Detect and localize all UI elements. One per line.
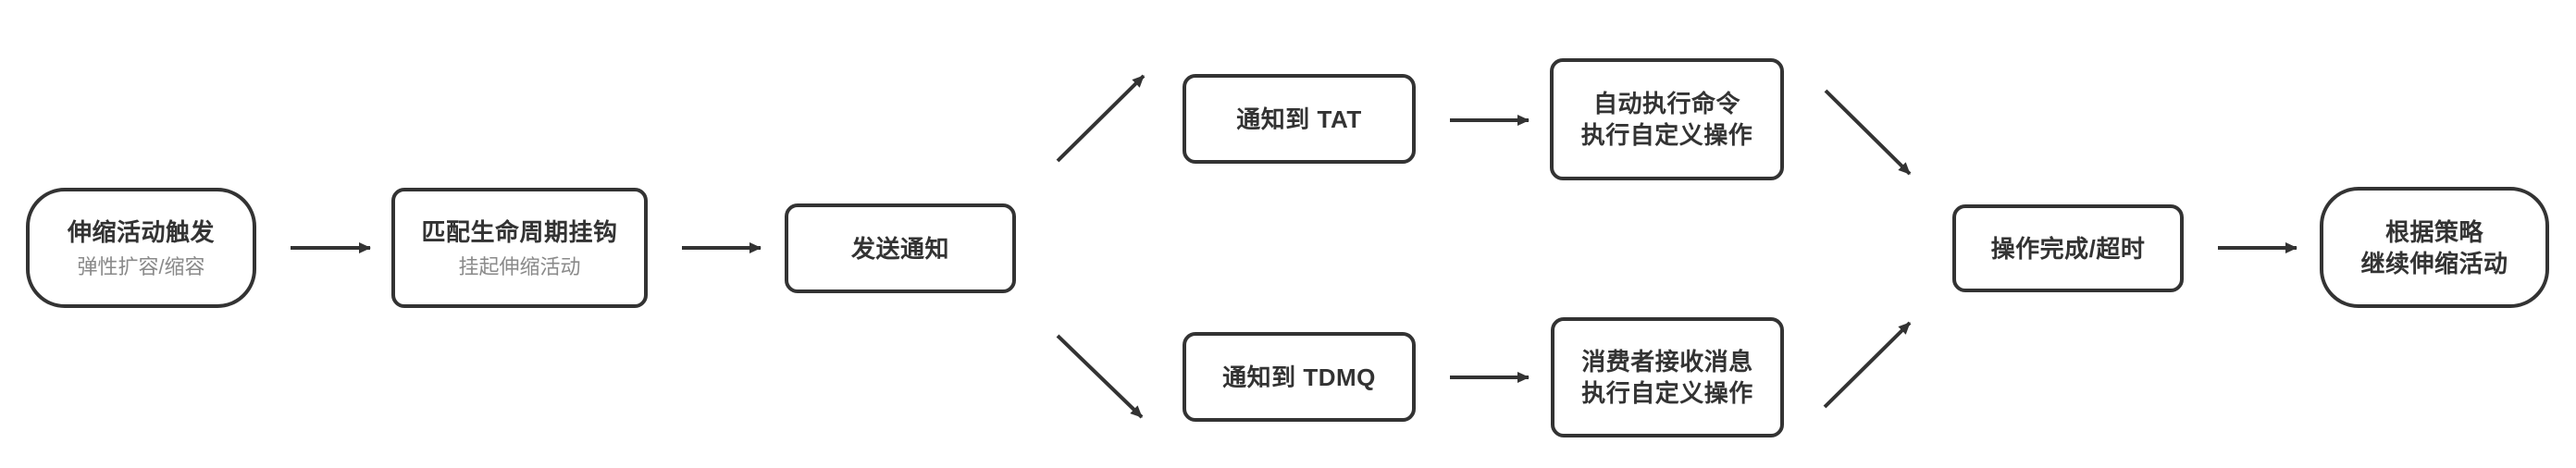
- node-title: 发送通知: [850, 234, 949, 263]
- node-notify-tat: 通知到 TAT: [1183, 74, 1416, 164]
- arrow-notify-to-tat: [1056, 74, 1146, 163]
- arrow-tat-exec-to-done: [1824, 89, 1912, 176]
- node-subtitle: 挂起伸缩活动: [458, 254, 581, 278]
- node-title-line2: 执行自定义操作: [1581, 379, 1753, 407]
- node-title-line1: 自动执行命令: [1592, 90, 1740, 117]
- arrow-notify-to-tdmq: [1056, 334, 1144, 419]
- node-notify-tdmq: 通知到 TDMQ: [1183, 332, 1416, 422]
- node-title-line1: 根据策略: [2384, 217, 2483, 246]
- node-auto-execute-command: 自动执行命令 执行自定义操作: [1550, 58, 1784, 180]
- node-title-line1: 消费者接收消息: [1581, 348, 1753, 376]
- node-title-line2: 执行自定义操作: [1580, 121, 1753, 149]
- node-title: 通知到 TAT: [1236, 105, 1362, 133]
- node-operation-complete-timeout: 操作完成/超时: [1952, 204, 2184, 292]
- node-title-line2: 继续伸缩活动: [2360, 249, 2508, 277]
- node-title: 通知到 TDMQ: [1222, 363, 1376, 391]
- node-title: 伸缩活动触发: [67, 217, 215, 246]
- node-title: 操作完成/超时: [1990, 234, 2146, 263]
- node-scaling-activity-trigger: 伸缩活动触发 弹性扩容/缩容: [26, 188, 256, 308]
- arrow-tdmq-exec-to-done: [1823, 321, 1912, 409]
- node-send-notification: 发送通知: [785, 203, 1016, 293]
- node-match-lifecycle-hook: 匹配生命周期挂钩 挂起伸缩活动: [391, 188, 648, 308]
- node-consumer-receive-message: 消费者接收消息 执行自定义操作: [1551, 317, 1784, 437]
- node-continue-scaling-activity: 根据策略 继续伸缩活动: [2320, 187, 2549, 308]
- node-subtitle: 弹性扩容/缩容: [77, 254, 205, 278]
- node-title: 匹配生命周期挂钩: [421, 217, 618, 246]
